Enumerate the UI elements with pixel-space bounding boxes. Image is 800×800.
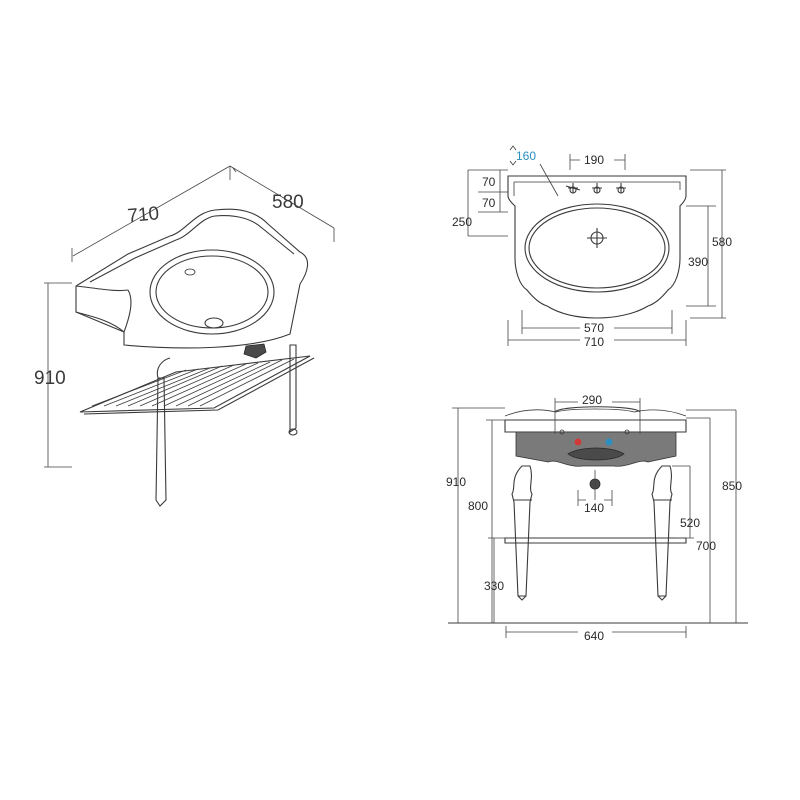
- rim-height-label: 800: [468, 499, 488, 513]
- waste-label: 140: [584, 501, 604, 515]
- offset-b-label: 70: [482, 196, 496, 210]
- perspective-height-label: 910: [34, 368, 66, 389]
- shelf-slats: [91, 358, 295, 407]
- inner-depth-label: 390: [688, 255, 708, 269]
- front-view: 140 290 910 800 330 850 700 520 640: [446, 393, 748, 643]
- cold-tap-marker: [605, 438, 613, 446]
- hot-tap-marker: [574, 438, 582, 446]
- top-view-taps: [565, 183, 626, 194]
- top-view: 160 190 70 70 250 390 580 570 710: [452, 145, 732, 349]
- depth-left-label: 250: [452, 215, 472, 229]
- top-tap-spacing-label: 190: [584, 153, 604, 167]
- shelf-height-label: 330: [484, 579, 504, 593]
- overall-height-label: 850: [722, 479, 742, 493]
- inner-width-label: 570: [584, 321, 604, 335]
- front-total-height-label: 910: [446, 475, 466, 489]
- perspective-depth-label: 580: [272, 192, 304, 213]
- front-legs: [511, 465, 673, 601]
- total-width-label: 710: [584, 335, 604, 349]
- perspective-width-label: 710: [127, 203, 160, 227]
- upper-height-label: 700: [696, 539, 716, 553]
- perspective-tap-icon: [243, 343, 267, 359]
- total-depth-label: 580: [712, 235, 732, 249]
- mid-height-label: 520: [680, 516, 700, 530]
- tap-height-label: 160: [516, 149, 536, 163]
- leg-span-label: 640: [584, 629, 604, 643]
- front-tap-spacing-label: 290: [582, 393, 602, 407]
- offset-a-label: 70: [482, 175, 496, 189]
- perspective-view: 710 580 910: [34, 165, 335, 507]
